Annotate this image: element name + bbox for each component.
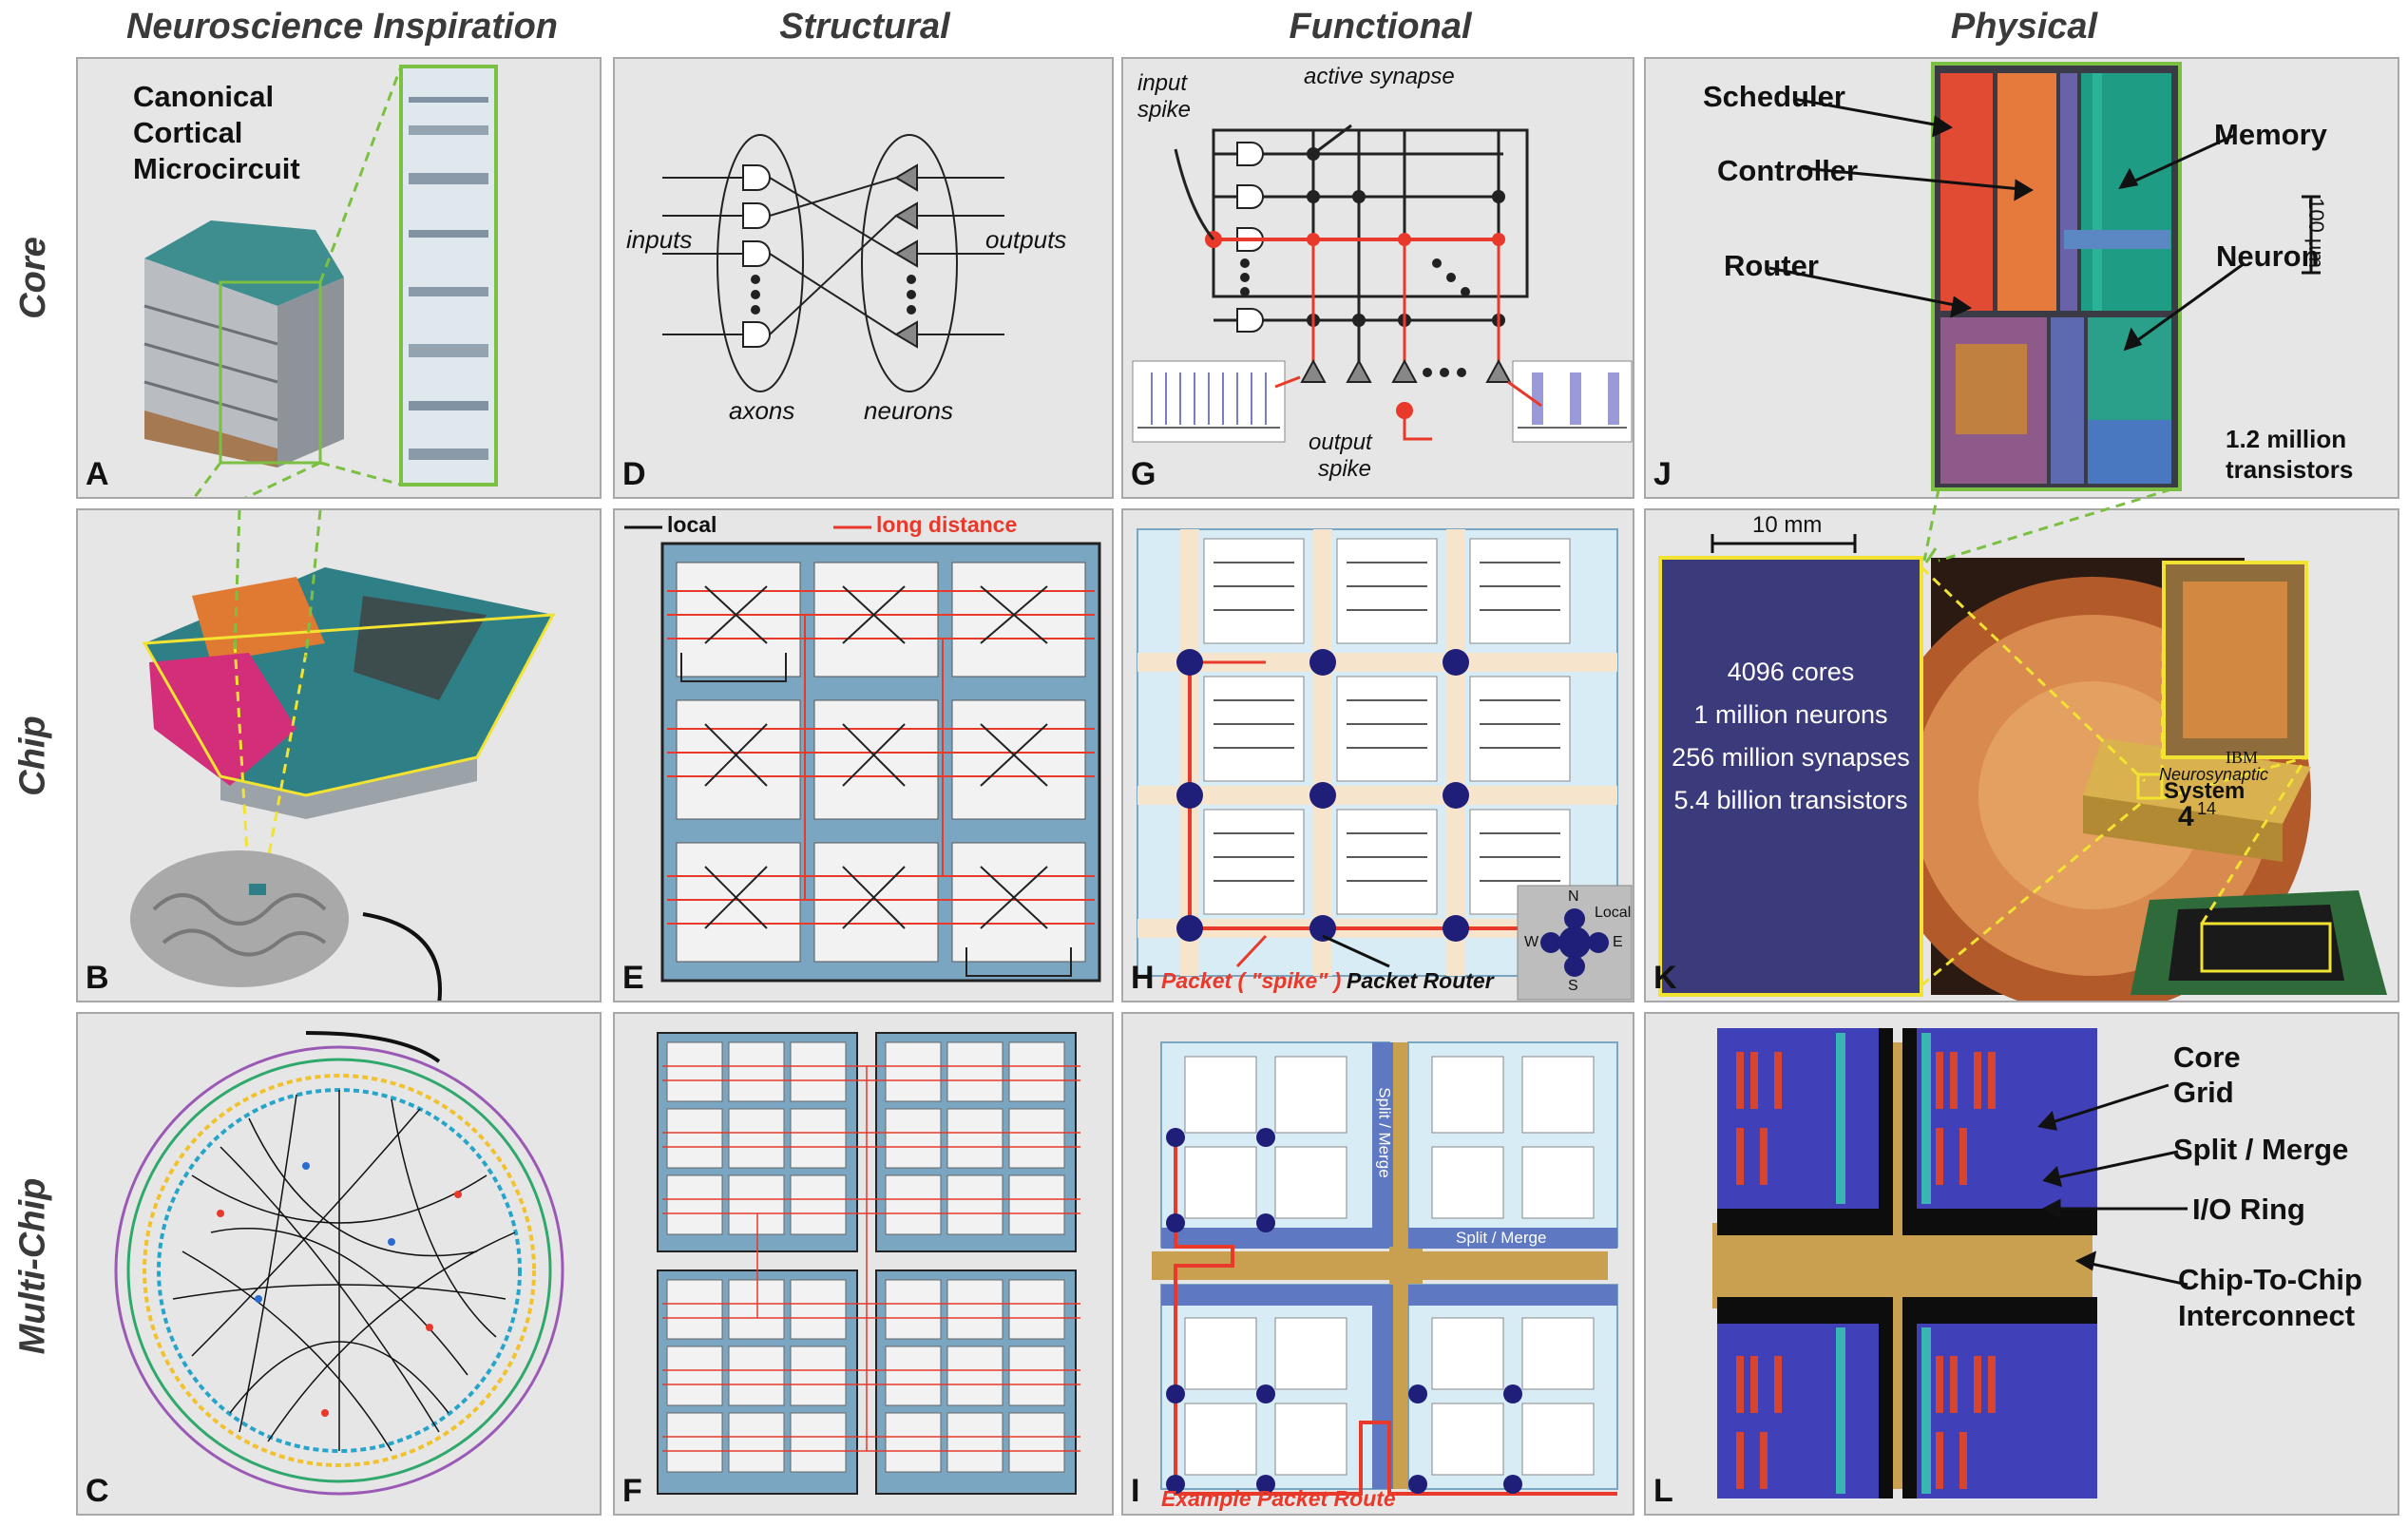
- column-header-neuroscience: Neuroscience Inspiration: [125, 7, 558, 47]
- panel-letter-b: B: [86, 960, 109, 996]
- package-version-sup: 14: [2197, 799, 2217, 818]
- panel-a-cortical-microcircuit: Canonical Cortical Microcircuit A: [76, 57, 602, 499]
- input-spike-label-1: input: [1137, 70, 1188, 96]
- connectome-circle: [114, 1031, 564, 1496]
- legend-local: local: [667, 512, 717, 537]
- io-ring-label: I/O Ring: [2192, 1193, 2305, 1226]
- interconnect-label-1: Chip-To-Chip: [2178, 1263, 2362, 1296]
- scale-10mm: 10 mm: [1752, 512, 1823, 538]
- panel-letter-a: A: [86, 456, 109, 492]
- package-system: System: [2164, 778, 2246, 804]
- memory-label: Memory: [2214, 118, 2327, 151]
- interconnect-label-2: Interconnect: [2178, 1299, 2356, 1332]
- output-spike-label-2: spike: [1318, 456, 1372, 482]
- neuron-dots: [409, 97, 488, 460]
- split-merge-horizontal-label: Split / Merge: [1456, 1229, 1547, 1247]
- panel-k-chip-physical: 10 mm 4096 cores 1 million neurons 256 m…: [1644, 508, 2399, 1002]
- cortical-sheet-illustration: [130, 510, 556, 1001]
- packet-router-nodes: [1176, 649, 1469, 942]
- column-header-functional: Functional: [1289, 7, 1472, 47]
- panel-h-chip-function: Packet ( "spike" ) Packet Router N S W E…: [1121, 508, 1634, 1002]
- compass-n: N: [1568, 888, 1579, 905]
- panel-letter-j: J: [1653, 456, 1672, 492]
- panel-letter-k: K: [1653, 960, 1677, 996]
- crossbar-diagram: [1132, 124, 1633, 443]
- outputs-label: outputs: [985, 225, 1067, 254]
- panel-letter-i: I: [1131, 1473, 1140, 1509]
- panel-letter-l: L: [1653, 1473, 1673, 1509]
- panel-l-multichip-physical: Core Grid Split / Merge I/O Ring Chip-To…: [1644, 1012, 2399, 1516]
- core-grid-label-2: Grid: [2173, 1076, 2234, 1109]
- row-header-core: Core: [12, 237, 53, 319]
- axons-label: axons: [729, 396, 795, 425]
- panel-d-core-structure: inputs outputs axons neurons D: [613, 57, 1114, 499]
- microcircuit-title-2: Cortical: [133, 116, 243, 149]
- multichip-structure-grid: [657, 1032, 1080, 1495]
- panel-letter-g: G: [1131, 456, 1156, 492]
- stat-cores: 4096 cores: [1727, 658, 1855, 686]
- neuron-label: Neuron: [2216, 239, 2320, 273]
- stat-transistors: 5.4 billion transistors: [1673, 786, 1908, 814]
- scheduler-label: Scheduler: [1703, 80, 1845, 113]
- split-merge-vertical-label: Split / Merge: [1375, 1087, 1394, 1178]
- chip-structure-grid: [624, 525, 1101, 983]
- compass-local: Local: [1595, 905, 1632, 921]
- multichip-routing-grid: [1152, 1041, 1618, 1496]
- panel-b-cortex-brain: B: [76, 508, 602, 1002]
- chip-wafer-package-photo: [1658, 534, 2387, 1001]
- column-header-structural: Structural: [779, 7, 950, 47]
- scale-100um: 100 µm: [2303, 198, 2328, 268]
- stat-neurons: 1 million neurons: [1693, 700, 1888, 729]
- output-spike-label-1: output: [1309, 429, 1372, 455]
- split-merge-label: Split / Merge: [2173, 1133, 2349, 1166]
- packet-spike-label: Packet ( "spike" ): [1161, 968, 1342, 993]
- transistors-label-1: 1.2 million: [2226, 425, 2347, 453]
- neurons-label: neurons: [864, 396, 953, 425]
- microcircuit-title-3: Microcircuit: [133, 152, 300, 185]
- compass-s: S: [1568, 978, 1578, 994]
- compass-w: W: [1524, 934, 1539, 950]
- row-header-chip: Chip: [12, 715, 53, 796]
- package-version: 4: [2178, 801, 2194, 832]
- panel-j-core-physical: Scheduler Controller Memory Router Neuro…: [1644, 57, 2399, 499]
- core-grid-label-1: Core: [2173, 1040, 2241, 1074]
- packet-router-label: Packet Router: [1347, 968, 1494, 993]
- panel-letter-e: E: [622, 960, 644, 996]
- panel-g-core-function: input spike active synapse output spike …: [1121, 57, 1634, 499]
- input-spike-label-2: spike: [1137, 97, 1192, 123]
- cortical-column-illustration: [143, 65, 498, 497]
- multichip-die-corners: [1712, 1028, 2188, 1498]
- example-packet-route-label: Example Packet Route: [1161, 1486, 1396, 1511]
- row-header-multichip: Multi-Chip: [12, 1177, 53, 1355]
- panel-e-chip-structure: local long distance E: [613, 508, 1114, 1002]
- transistors-label-2: transistors: [2226, 455, 2354, 484]
- stat-synapses: 256 million synapses: [1672, 743, 1910, 772]
- panel-f-multichip-structure: F: [613, 1012, 1114, 1516]
- compass-e: E: [1613, 934, 1623, 950]
- inputs-label: inputs: [626, 225, 693, 254]
- chip-routing-grid: [1137, 528, 1633, 1001]
- microcircuit-title-1: Canonical: [133, 80, 275, 113]
- router-label: Router: [1724, 249, 1819, 282]
- panel-letter-f: F: [622, 1473, 642, 1509]
- controller-label: Controller: [1717, 154, 1859, 187]
- panel-i-multichip-function: Split / Merge Split / Merge Example Pack…: [1121, 1012, 1634, 1516]
- panel-letter-c: C: [86, 1473, 109, 1509]
- package-ibm-logo: IBM: [2226, 748, 2259, 767]
- legend-long-distance: long distance: [876, 512, 1018, 537]
- panel-letter-h: H: [1131, 960, 1155, 996]
- chip-stats-block: 4096 cores 1 million neurons 256 million…: [1660, 558, 1921, 995]
- package-neurosynaptic: Neurosynaptic: [2159, 765, 2269, 784]
- active-synapse-label: active synapse: [1304, 64, 1455, 89]
- panel-letter-d: D: [622, 456, 646, 492]
- panel-c-connectome: C: [76, 1012, 602, 1516]
- core-structure-diagram: [662, 134, 1004, 392]
- column-header-physical: Physical: [1950, 7, 2098, 47]
